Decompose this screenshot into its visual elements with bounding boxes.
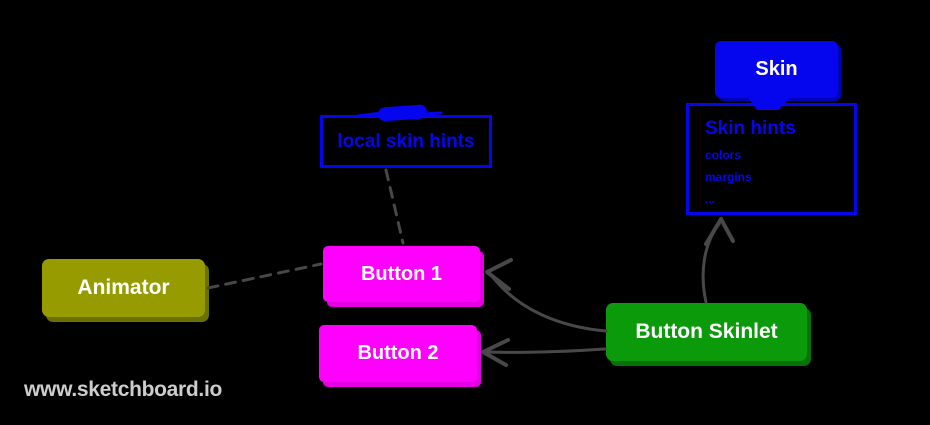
skin-hints-item-margins: margins — [705, 170, 752, 184]
node-animator-label: Animator — [77, 276, 170, 299]
skin-hints-item-ellipsis: ... — [705, 192, 716, 206]
arrowhead-skin-hints — [704, 217, 735, 246]
connector-animator-button1[interactable] — [206, 262, 323, 290]
arrowhead-button1 — [485, 258, 513, 291]
connector-skinlet-skin-hints[interactable] — [701, 217, 735, 304]
node-skin-label: Skin — [755, 58, 798, 80]
connector-skinlet-button1[interactable] — [485, 258, 608, 333]
node-button-skinlet-label: Button Skinlet — [635, 320, 778, 343]
node-local-skin-hints-label: local skin hints — [337, 130, 475, 152]
arrowhead-button2 — [481, 338, 510, 367]
node-button-2-label: Button 2 — [357, 342, 439, 364]
node-animator[interactable]: Animator — [42, 259, 205, 317]
skin-hints-title: Skin hints — [705, 118, 796, 139]
node-skin-hints[interactable]: Skin hints colors margins ... — [686, 103, 857, 215]
node-button-skinlet[interactable]: Button Skinlet — [606, 303, 807, 361]
sketchboard-watermark: www.sketchboard.io — [24, 378, 223, 401]
connector-skinlet-button2[interactable] — [481, 338, 607, 367]
skin-hints-item-colors: colors — [705, 148, 742, 162]
node-button-2[interactable]: Button 2 — [319, 325, 477, 382]
node-skin[interactable]: Skin — [715, 41, 838, 98]
connector-local-skin-hints-button1[interactable] — [384, 168, 405, 245]
node-button-1-label: Button 1 — [360, 262, 443, 285]
node-button-1[interactable]: Button 1 — [323, 246, 480, 302]
node-local-skin-hints[interactable]: local skin hints — [320, 115, 492, 168]
